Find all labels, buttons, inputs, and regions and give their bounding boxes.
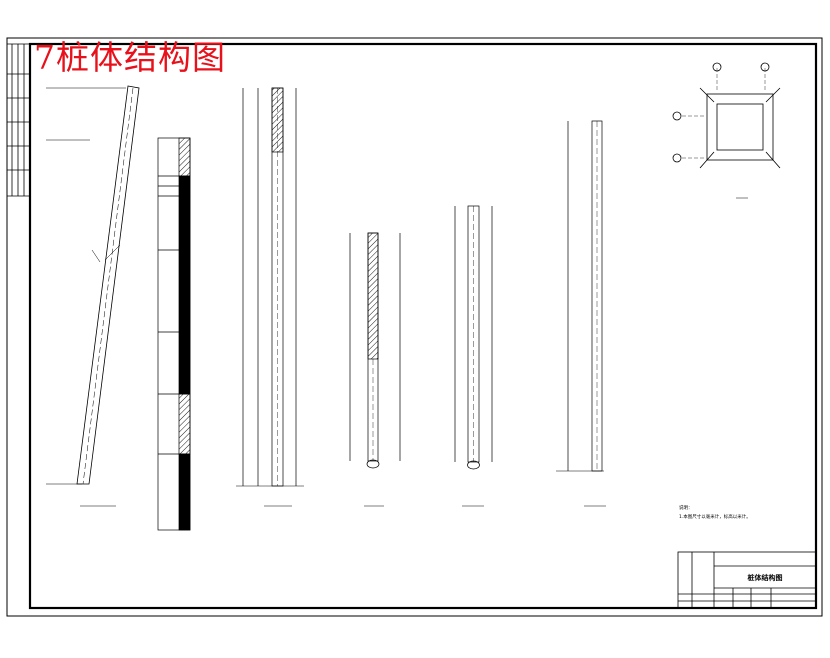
pile-elevation-4 [556,120,606,507]
pile-elevation-1 [236,87,304,507]
pile-elevation-3 [454,205,493,507]
title-block [677,551,817,609]
page-title: 7桩体结构图 [34,38,226,77]
inclined-pile [46,85,140,507]
notes-heading: 说明： [679,504,693,511]
pile-elevation-2 [349,232,401,507]
binding-strip [7,43,30,197]
soil-column [157,137,191,531]
inner-border [28,42,818,610]
pile-plan-layout [672,62,781,199]
outer-border [6,37,823,617]
title-block-name: 桩体结构图 [748,573,783,582]
notes-line: 1.本图尺寸以毫米计，标高以米计。 [679,513,751,520]
